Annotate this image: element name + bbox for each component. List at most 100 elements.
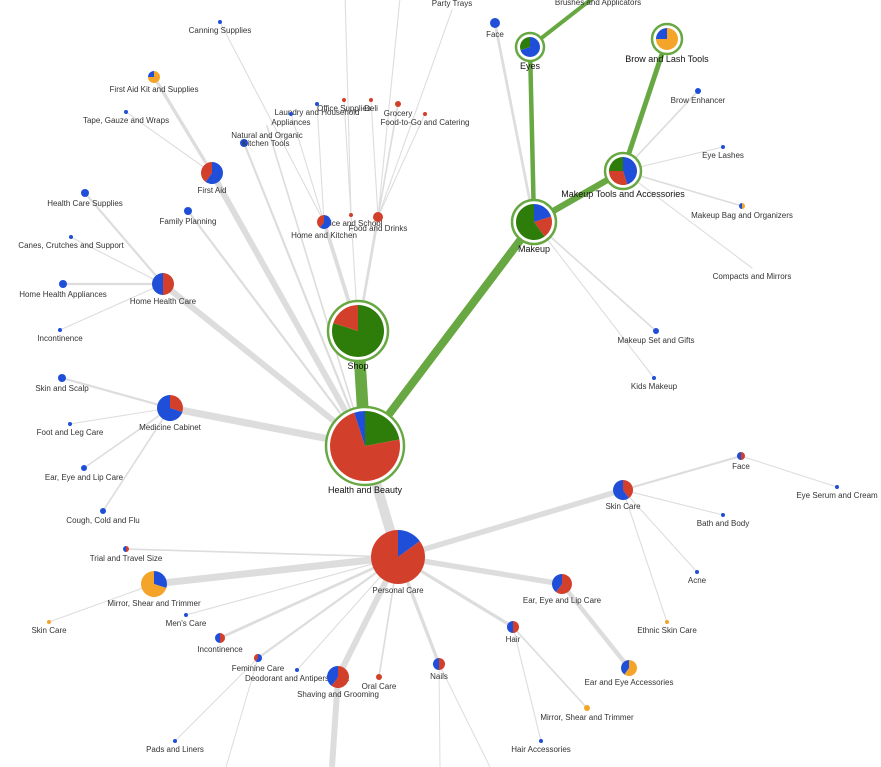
node-natural-and-organic[interactable]: Natural and Organic: [231, 131, 303, 140]
pie-slice-green: [609, 157, 623, 171]
node-label: Natural and Organic: [231, 131, 303, 140]
edge-health-and-beauty-to-home-health-care: [159, 280, 369, 450]
node-mirror-shear-and-trimmer-left[interactable]: Mirror, Shear and Trimmer: [107, 571, 201, 608]
node-food-to-go-and-catering[interactable]: Food-to-Go and Catering: [381, 112, 470, 127]
node-eye-lashes[interactable]: Eye Lashes: [702, 145, 744, 160]
node-mirror-shear-and-trimmer-right[interactable]: Mirror, Shear and Trimmer: [540, 705, 634, 722]
node-home-and-kitchen[interactable]: Home and Kitchen: [291, 215, 357, 240]
node-appliances[interactable]: Appliances: [271, 112, 311, 127]
node-face-top[interactable]: Face: [486, 18, 504, 39]
pie-slice-red: [170, 395, 183, 413]
node-mens-care[interactable]: Men's Care: [166, 613, 207, 628]
node-label: Food-to-Go and Catering: [381, 118, 470, 127]
node-first-aid[interactable]: First Aid: [198, 162, 227, 195]
node-makeup-tools-and-accessories[interactable]: Makeup Tools and Accessories: [561, 151, 685, 199]
pie-slice-blue: [354, 411, 365, 446]
node-canes-crutches-and-support[interactable]: Canes, Crutches and Support: [18, 235, 124, 250]
node-family-planning[interactable]: Family Planning: [160, 207, 217, 226]
node-foot-and-leg-care[interactable]: Foot and Leg Care: [37, 422, 104, 437]
edge-personal-care-to-trial-and-travel-size: [125, 548, 399, 558]
node-shaving-and-grooming[interactable]: Shaving and Grooming: [297, 666, 379, 699]
node-acne[interactable]: Acne: [688, 570, 707, 585]
node-kitchen-tools[interactable]: Kitchen Tools: [240, 139, 289, 148]
node-brow-enhancer[interactable]: Brow Enhancer: [671, 88, 726, 105]
node-label: Makeup: [518, 244, 550, 254]
edge-makeup-to-eyes: [527, 44, 537, 225]
node-canning-supplies[interactable]: Canning Supplies: [189, 20, 252, 35]
node-label: Laundry and Household: [275, 108, 360, 117]
node-hair-accessories[interactable]: Hair Accessories: [511, 739, 571, 754]
node-eyes[interactable]: Eyes: [514, 31, 546, 71]
node-label: Cough, Cold and Flu: [66, 516, 139, 525]
node-ear-eye-and-lip-care-left[interactable]: Ear, Eye and Lip Care: [45, 465, 124, 482]
node-party-trays[interactable]: Party Trays: [432, 0, 472, 8]
node-makeup-bag-and-organizers[interactable]: Makeup Bag and Organizers: [691, 203, 793, 220]
node-label: Office and School: [319, 219, 382, 228]
node-tape-gauze-and-wraps[interactable]: Tape, Gauze and Wraps: [83, 110, 169, 125]
node-skin-care-right[interactable]: Skin Care: [605, 480, 641, 511]
node-skin-and-scalp[interactable]: Skin and Scalp: [35, 374, 89, 393]
edge-hair-to-hair-accessories: [512, 626, 542, 742]
node-health-and-beauty[interactable]: Health and Beauty: [324, 405, 406, 495]
node-health-care-supplies[interactable]: Health Care Supplies: [47, 189, 123, 208]
node-first-aid-kit-and-supplies[interactable]: First Aid Kit and Supplies: [110, 71, 199, 94]
node-nails[interactable]: Nails: [430, 658, 448, 681]
node-home-health-care[interactable]: Home Health Care: [130, 273, 197, 306]
node-ethnic-skin-care[interactable]: Ethnic Skin Care: [637, 620, 697, 635]
node-pads-and-liners[interactable]: Pads and Liners: [146, 739, 204, 754]
pie-slice-blue: [148, 71, 154, 77]
edge-personal-care-to-skin-care-right: [395, 487, 626, 560]
node-laundry-and-household[interactable]: Laundry and Household: [275, 102, 360, 117]
node-oral-care[interactable]: Oral Care: [362, 674, 397, 691]
node-incontinence-bottom[interactable]: Incontinence: [197, 633, 243, 654]
pie-slice-blue: [507, 621, 513, 633]
node-label: Face: [486, 30, 504, 39]
node-makeup[interactable]: Makeup: [510, 198, 558, 254]
edge-makeup-to-face-top: [493, 21, 536, 224]
node-feminine-care[interactable]: Feminine Care: [232, 654, 285, 673]
node-label: Hair: [506, 635, 521, 644]
node-shop[interactable]: Shop: [326, 299, 390, 371]
node-label: Compacts and Mirrors: [713, 272, 792, 281]
node-brow-and-lash-tools[interactable]: Brow and Lash Tools: [625, 22, 709, 64]
edge-office-and-school-to-office-supplies: [343, 99, 352, 216]
node-label: Canning Supplies: [189, 26, 252, 35]
node-personal-care[interactable]: Personal Care: [370, 530, 425, 595]
node-medicine-cabinet[interactable]: Medicine Cabinet: [139, 395, 202, 432]
node-label: First Aid: [198, 186, 227, 195]
pie-slice-red: [556, 574, 572, 595]
node-hair[interactable]: Hair: [506, 621, 521, 644]
node-label: Makeup Bag and Organizers: [691, 211, 793, 220]
node-label: Ear, Eye and Lip Care: [523, 596, 602, 605]
pie-slice-blue: [737, 452, 741, 460]
edge-medicine-cabinet-to-ear-eye-and-lip-care-left: [83, 407, 171, 469]
node-food-and-drinks[interactable]: Food and Drinks: [349, 212, 408, 233]
node-deodorant-and-antiperspirant[interactable]: Deodorant and Antiperspirant: [245, 668, 350, 683]
node-deli[interactable]: Deli: [364, 98, 378, 113]
node-compacts-and-mirrors[interactable]: Compacts and Mirrors: [713, 272, 792, 281]
edge-home-health-care-to-health-care-supplies: [83, 191, 165, 286]
pie-slice-blue: [255, 654, 262, 662]
node-eye-serum-and-cream[interactable]: Eye Serum and Cream: [796, 485, 878, 500]
node-bath-and-body[interactable]: Bath and Body: [697, 513, 749, 528]
node-incontinence-left[interactable]: Incontinence: [37, 328, 83, 343]
node-face-right[interactable]: Face: [732, 452, 750, 471]
pie-slice-red: [370, 530, 425, 584]
node-home-health-appliances[interactable]: Home Health Appliances: [19, 280, 107, 299]
node-office-and-school[interactable]: Office and School: [319, 213, 383, 228]
node-makeup-set-and-gifts[interactable]: Makeup Set and Gifts: [618, 328, 695, 345]
node-trial-and-travel-size[interactable]: Trial and Travel Size: [90, 546, 163, 563]
node-skin-care-left[interactable]: Skin Care: [31, 620, 67, 635]
node-layer: General SuppliesDrinksSnacks and CandyPa…: [18, 0, 878, 754]
node-label: Health Care Supplies: [47, 199, 123, 208]
node-cough-cold-and-flu[interactable]: Cough, Cold and Flu: [66, 508, 140, 525]
edge-food-and-drinks-to-snacks-and-candy: [377, 0, 401, 218]
node-brushes-and-applicators[interactable]: Brushes and Applicators: [555, 0, 641, 7]
node-label: Shop: [347, 361, 368, 371]
node-kids-makeup[interactable]: Kids Makeup: [631, 376, 678, 391]
node-grocery[interactable]: Grocery: [384, 101, 412, 118]
pie-slice-blue: [398, 530, 420, 557]
node-office-supplies[interactable]: Office Supplies: [317, 98, 371, 113]
node-ear-and-eye-accessories[interactable]: Ear and Eye Accessories: [585, 660, 674, 687]
node-ear-eye-and-lip-care-right[interactable]: Ear, Eye and Lip Care: [523, 574, 602, 605]
